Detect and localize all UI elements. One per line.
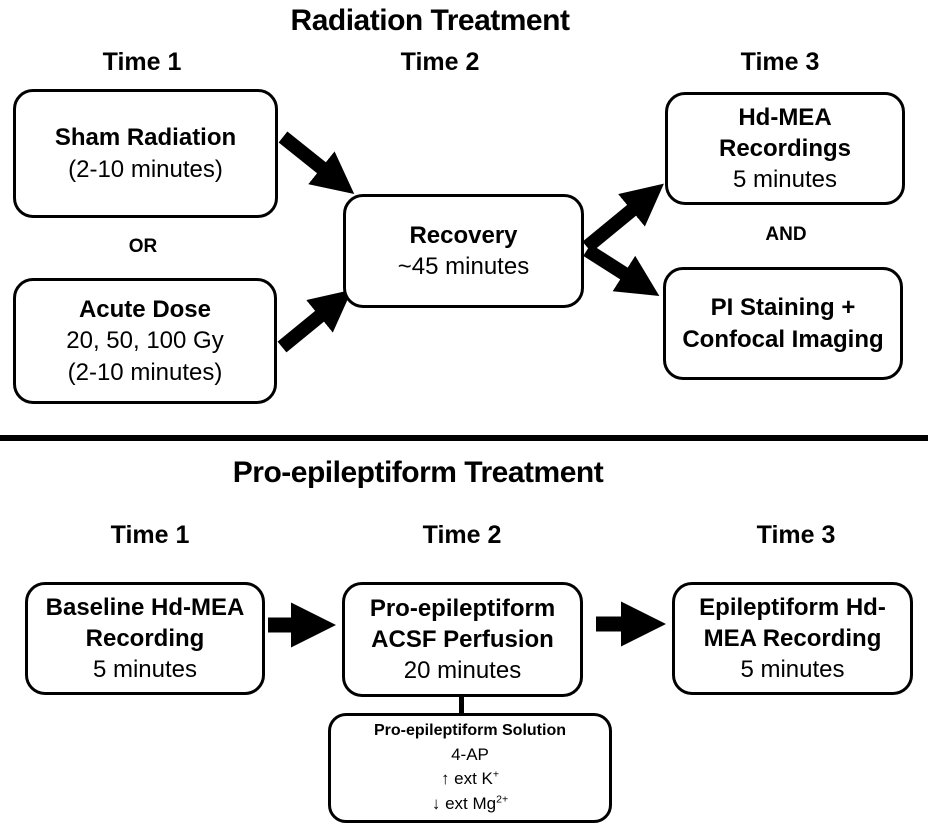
- radiation-time1-header: Time 1: [102, 48, 182, 76]
- baseline-recording-box: Baseline Hd-MEA Recording 5 minutes: [25, 582, 265, 695]
- epileptiform-recording-line1: Epileptiform Hd-: [699, 593, 886, 621]
- solution-title: Pro-epileptiform Solution: [374, 722, 566, 740]
- acute-dose-box: Acute Dose 20, 50, 100 Gy (2-10 minutes): [13, 278, 277, 404]
- hdmea-recordings-box: Hd-MEA Recordings 5 minutes: [665, 92, 905, 205]
- epileptiform-recording-box: Epileptiform Hd- MEA Recording 5 minutes: [672, 582, 913, 695]
- section-divider: [0, 435, 928, 441]
- acute-dose-doses: 20, 50, 100 Gy: [66, 327, 224, 355]
- recovery-title: Recovery: [409, 221, 518, 249]
- solution-item-ext-k: ↑ ext K+: [441, 767, 499, 792]
- up-arrow-ext-k-text: ↑ ext K: [440, 769, 493, 789]
- hdmea-recordings-line2: Recordings: [718, 134, 852, 162]
- acute-dose-title: Acute Dose: [78, 296, 212, 324]
- hdmea-recordings-duration: 5 minutes: [732, 166, 838, 194]
- arrow-sham-to-recovery-icon: [278, 131, 355, 194]
- ext-k-superscript: +: [492, 768, 500, 781]
- radiation-time3-header: Time 3: [740, 48, 820, 76]
- acsf-perfusion-line2: ACSF Perfusion: [371, 625, 554, 653]
- proepileptiform-time1-header: Time 1: [110, 521, 190, 549]
- epileptiform-recording-duration: 5 minutes: [740, 656, 845, 684]
- ext-mg-superscript: 2+: [496, 793, 509, 806]
- proepileptiform-time3-header: Time 3: [756, 521, 836, 549]
- acsf-perfusion-box: Pro-epileptiform ACSF Perfusion 20 minut…: [342, 582, 583, 697]
- solution-item-4ap: 4-AP: [451, 744, 489, 764]
- hdmea-recordings-line1: Hd-MEA: [738, 103, 832, 131]
- pi-staining-line2: Confocal Imaging: [682, 325, 884, 353]
- baseline-recording-duration: 5 minutes: [92, 656, 198, 684]
- baseline-recording-line2: Recording: [85, 624, 205, 652]
- recovery-duration: ~45 minutes: [397, 253, 530, 280]
- acsf-perfusion-line1: Pro-epileptiform: [369, 594, 556, 622]
- radiation-section-title: Radiation Treatment: [290, 4, 570, 37]
- arrow-recovery-to-pi-icon: [583, 244, 660, 297]
- baseline-recording-line1: Baseline Hd-MEA: [45, 593, 245, 621]
- down-arrow-ext-mg-text: ↓ ext Mg: [431, 793, 497, 813]
- proepileptiform-solution-box: Pro-epileptiform Solution 4-AP ↑ ext K+ …: [328, 713, 612, 823]
- sham-radiation-duration: (2-10 minutes): [68, 155, 223, 183]
- or-label: OR: [128, 236, 158, 257]
- radiation-time2-header: Time 2: [400, 48, 480, 76]
- pi-staining-line1: PI Staining +: [710, 294, 856, 322]
- epileptiform-recording-line2: MEA Recording: [703, 624, 882, 652]
- sham-radiation-box: Sham Radiation (2-10 minutes): [13, 89, 278, 218]
- proepileptiform-time2-header: Time 2: [422, 521, 502, 549]
- pi-staining-box: PI Staining + Confocal Imaging: [663, 267, 903, 380]
- solution-item-ext-mg: ↓ ext Mg2+: [432, 792, 508, 817]
- and-label: AND: [765, 224, 807, 245]
- arrow-recovery-to-hdmea-icon: [582, 183, 664, 253]
- acsf-perfusion-duration: 20 minutes: [403, 657, 522, 685]
- proepileptiform-section-title: Pro-epileptiform Treatment: [232, 456, 604, 489]
- recovery-box: Recovery ~45 minutes: [343, 194, 584, 308]
- sham-radiation-title: Sham Radiation: [54, 124, 237, 152]
- arrow-acute-to-recovery-icon: [277, 289, 353, 353]
- acute-dose-duration: (2-10 minutes): [67, 358, 223, 386]
- acsf-to-solution-connector: [459, 695, 464, 715]
